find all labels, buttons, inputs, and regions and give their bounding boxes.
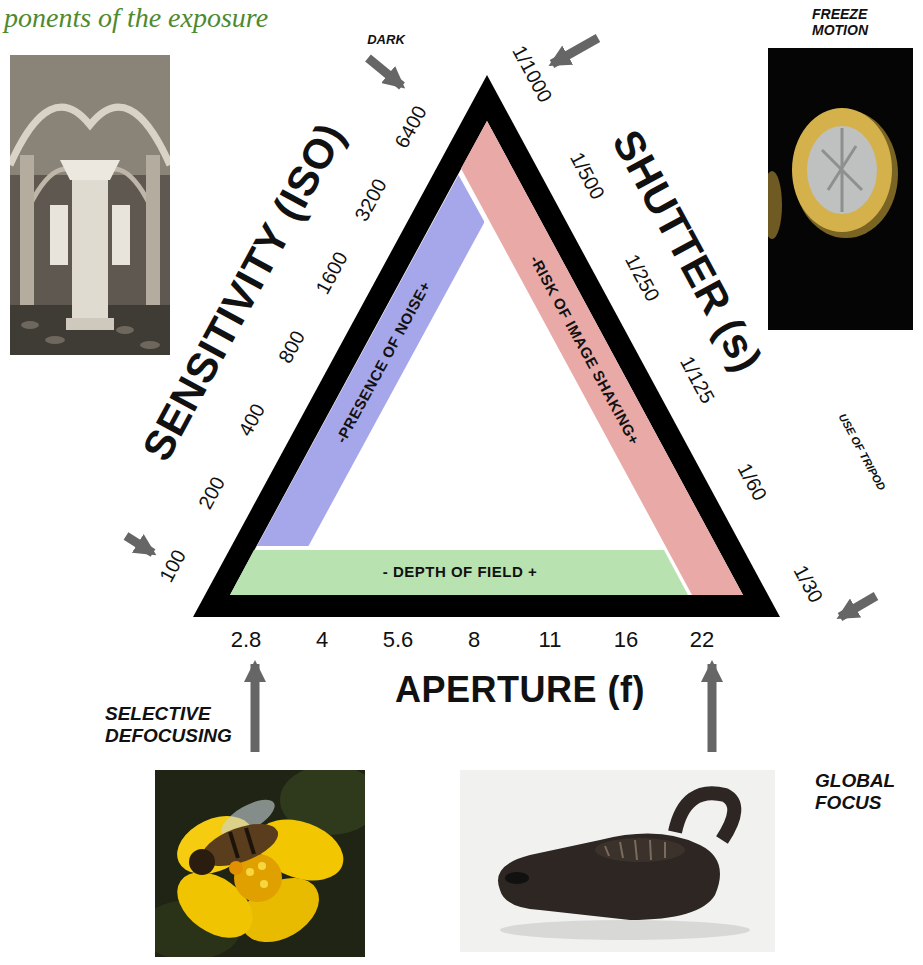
hint-label: FREEZE MOTION	[812, 6, 868, 38]
stamen	[246, 868, 254, 876]
photo-ground	[768, 48, 913, 330]
iso-value: 100	[155, 546, 191, 586]
triangle-inner	[230, 121, 743, 595]
iso-value: 3200	[351, 175, 392, 225]
hint-label: DARK	[367, 33, 405, 48]
coin-centre	[807, 126, 877, 214]
stamen	[258, 862, 266, 870]
column	[146, 155, 160, 315]
shutter-value: 1/30	[788, 561, 827, 606]
band-text: -PRESENCE OF NOISE+	[332, 278, 434, 446]
iso-value: 800	[274, 326, 310, 366]
coin	[792, 108, 892, 232]
shutter-value: 1/1000	[507, 41, 556, 106]
band-label-box: - DEPTH OF FIELD +	[383, 563, 537, 580]
shutter-value: 1/125	[675, 352, 719, 407]
band: -RISK OF IMAGE SHAKING+	[461, 121, 743, 595]
hint-label: SELECTIVE DEFOCUSING	[105, 703, 232, 747]
band-text: -RISK OF IMAGE SHAKING+	[527, 252, 644, 447]
photo-ground	[10, 55, 170, 355]
window	[112, 205, 130, 265]
pointer-arrow	[840, 596, 876, 617]
aperture-value: 22	[690, 627, 714, 652]
hint-label: GLOBAL FOCUS	[815, 770, 895, 814]
band-shape	[230, 550, 688, 595]
iso-value: 6400	[390, 102, 431, 152]
window	[50, 205, 68, 265]
band: -PRESENCE OF NOISE+	[257, 175, 485, 546]
stone	[116, 326, 134, 334]
lamp-body	[498, 834, 720, 920]
bee-photo	[155, 770, 365, 957]
coin-photo	[768, 48, 913, 330]
band-label-box: -RISK OF IMAGE SHAKING+	[527, 252, 644, 447]
axis-title: SENSITIVITY (ISO)	[133, 115, 355, 469]
aperture-value: 11	[539, 627, 562, 652]
capital	[60, 160, 120, 180]
triangle-frame	[193, 75, 780, 617]
stone	[45, 336, 65, 344]
lamp-handle	[675, 793, 734, 840]
bee-head	[189, 849, 215, 875]
lamp-top	[595, 838, 685, 862]
band-label-box: -PRESENCE OF NOISE+	[332, 278, 434, 446]
stamen	[260, 880, 268, 888]
coin	[768, 171, 782, 239]
iso-value: 400	[234, 400, 270, 440]
iso-value: 1600	[311, 248, 352, 298]
aperture-value: 4	[316, 627, 328, 652]
axis-title: SHUTTER (s)	[602, 122, 771, 380]
band-outline	[257, 175, 485, 546]
stone	[140, 341, 160, 349]
aperture-value: 5.6	[383, 627, 414, 652]
band-text: - DEPTH OF FIELD +	[383, 563, 537, 580]
band: - DEPTH OF FIELD +	[230, 550, 688, 595]
iso-value: 200	[194, 473, 230, 513]
column	[20, 155, 34, 315]
pointer-arrow	[251, 664, 260, 752]
aperture-value: 16	[614, 627, 638, 652]
crypt-photo	[10, 55, 170, 355]
axis-title: APERTURE (f)	[395, 669, 645, 710]
pollen	[229, 861, 243, 875]
pointer-arrow	[708, 664, 717, 752]
pointer-arrow	[552, 38, 598, 64]
petal	[165, 859, 265, 951]
coin-relief	[822, 128, 862, 212]
column-base	[66, 318, 114, 330]
band-outline	[461, 121, 743, 595]
stone	[21, 321, 39, 329]
pointer-arrow	[126, 536, 153, 553]
lamp-rib	[605, 840, 665, 860]
bee-stripe	[230, 828, 254, 858]
page-title: ponents of the exposure	[4, 2, 268, 34]
shadow	[500, 920, 750, 940]
column	[72, 180, 108, 320]
shutter-value: 1/500	[565, 148, 609, 203]
band-outline	[230, 550, 688, 595]
photo-ground	[460, 770, 775, 952]
lamp-photo	[460, 770, 775, 952]
shutter-value: 1/250	[620, 250, 664, 305]
aperture-value: 2.8	[231, 627, 262, 652]
band-shape	[461, 121, 743, 595]
band-shape	[257, 175, 485, 546]
aperture-value: 8	[468, 627, 480, 652]
pointer-arrow	[368, 58, 402, 86]
lamp-nozzle	[505, 872, 529, 884]
hint-label: USE OF TRIPOD	[836, 411, 888, 492]
shutter-value: 1/60	[733, 459, 772, 504]
